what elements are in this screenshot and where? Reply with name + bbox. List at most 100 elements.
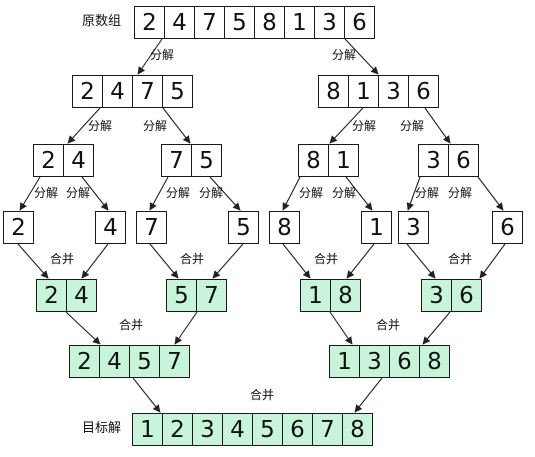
array-cell: 5 [252,413,283,446]
merge-arrow [149,243,179,279]
array-cell: 2 [36,279,67,312]
merge-arrow [354,377,383,413]
split-label: 分解 [143,119,168,133]
array-cell: 1 [300,279,331,312]
array-cell: 6 [448,144,479,177]
split-arrow [344,38,379,75]
merge-arrow [17,243,49,279]
split-label: 分解 [66,186,91,200]
split-label: 分解 [88,119,113,133]
array-cell: 5 [228,211,259,244]
array-cell: 2 [72,75,103,108]
array-cell: 3 [418,144,449,177]
array-cell: 1 [348,75,379,108]
merge-label: 合并 [314,252,339,266]
array-cell: 6 [389,345,420,378]
split-arrow [67,107,101,144]
split-label: 分解 [415,186,440,200]
array-cell: 2 [3,211,34,244]
array-cell: 4 [66,279,97,312]
array-cell: 8 [342,413,373,446]
split-arrow [81,176,109,211]
array-cell: 3 [192,413,223,446]
split-label: 分解 [199,186,224,200]
merge-arrow [132,377,161,413]
array-cell: 8 [298,144,329,177]
merge-label: 合并 [448,252,473,266]
split-arrow [329,107,364,144]
array-cell: 7 [194,6,225,39]
merge-arrow [174,311,198,345]
array-cell: 8 [254,6,285,39]
array-cell: 1 [284,6,315,39]
single-element: 2 [3,211,34,244]
merge-label: 合并 [376,318,401,332]
merge-arrow [65,311,101,345]
merge-arrow [346,243,375,279]
array-cell: 3 [359,345,390,378]
array-cell: 3 [378,75,409,108]
split-arrow [477,176,504,211]
split-label: 分解 [400,119,425,133]
array-cell: 4 [99,345,130,378]
single-element: 1 [361,211,392,244]
array-cell: 6 [344,6,375,39]
single-element: 6 [492,211,523,244]
split-label: 分解 [448,186,473,200]
array-cell: 2 [69,345,100,378]
split-label: 分解 [166,186,191,200]
array-cell: 1 [329,345,360,378]
merge-arrow [422,311,451,345]
array-cell: 8 [269,211,300,244]
split-label: 分解 [34,186,59,200]
split-label: 分解 [299,186,324,200]
array-cell: 8 [419,345,450,378]
array-cell: 7 [312,413,343,446]
array-cell: 4 [63,144,94,177]
array-cell: 2 [162,413,193,446]
array-cell: 6 [408,75,439,108]
array-cell: 7 [161,144,192,177]
split-label: 分解 [150,48,175,62]
single-element: 8 [269,211,300,244]
array-cell: 7 [159,345,190,378]
array-cell: 2 [134,6,165,39]
split-label: 分解 [332,186,357,200]
split-arrow [137,38,163,75]
array-cell: 1 [328,144,359,177]
split-arrow [162,107,191,144]
split-label: 分解 [332,48,357,62]
array-cell: 2 [33,144,64,177]
merge-label: 合并 [180,252,205,266]
split-label: 分解 [352,119,377,133]
array-cell: 8 [318,75,349,108]
merge-label: 合并 [250,388,275,402]
split-arrow [282,176,301,211]
array-cell: 6 [282,413,313,446]
split-arrow [345,176,373,211]
merge-arrow [479,243,506,279]
split-arrow [209,176,241,211]
array-cell: 5 [224,6,255,39]
merge-arrow [406,243,436,279]
single-element: 5 [228,211,259,244]
array-cell: 1 [361,211,392,244]
merge-arrow [81,243,109,279]
array-cell: 5 [162,75,193,108]
array-cell: 5 [191,144,222,177]
merge-label: 合并 [119,318,144,332]
split-arrow [149,176,169,211]
array-cell: 5 [129,345,160,378]
array-cell: 3 [398,211,429,244]
